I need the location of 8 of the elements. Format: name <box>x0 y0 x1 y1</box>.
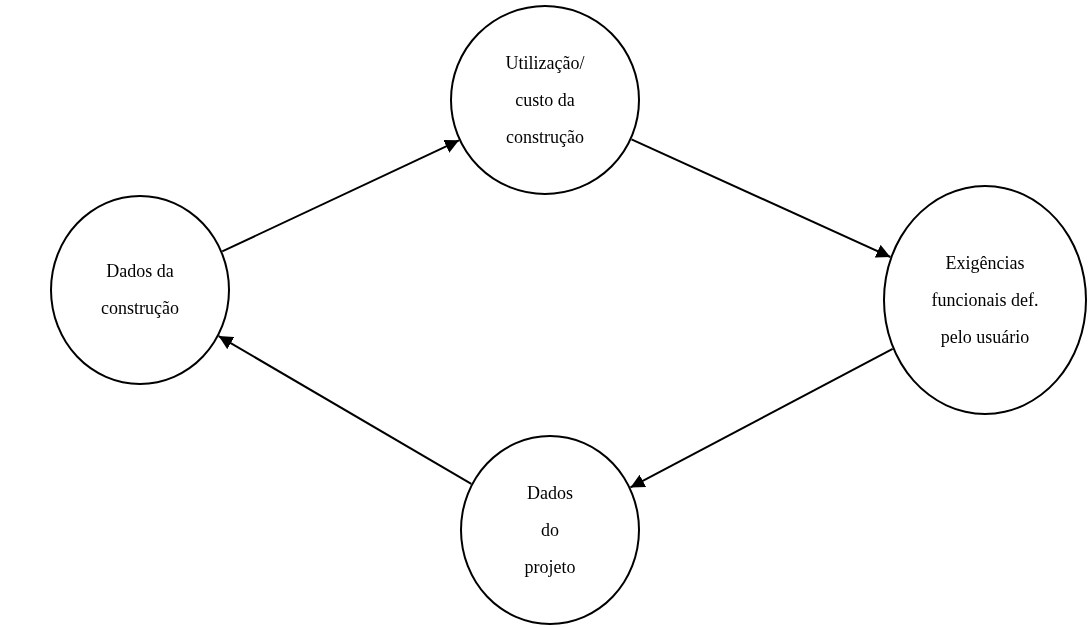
arrow <box>217 335 473 485</box>
node-label: Dados do projeto <box>524 481 576 579</box>
node-label: Utilização/ custo da construção <box>504 51 586 149</box>
arrow <box>221 139 460 253</box>
node-label: Exigências funcionais def. pelo usuário <box>930 251 1040 349</box>
arrow <box>629 347 894 489</box>
arrow <box>630 138 892 258</box>
node-label: Dados da construção <box>101 260 179 320</box>
